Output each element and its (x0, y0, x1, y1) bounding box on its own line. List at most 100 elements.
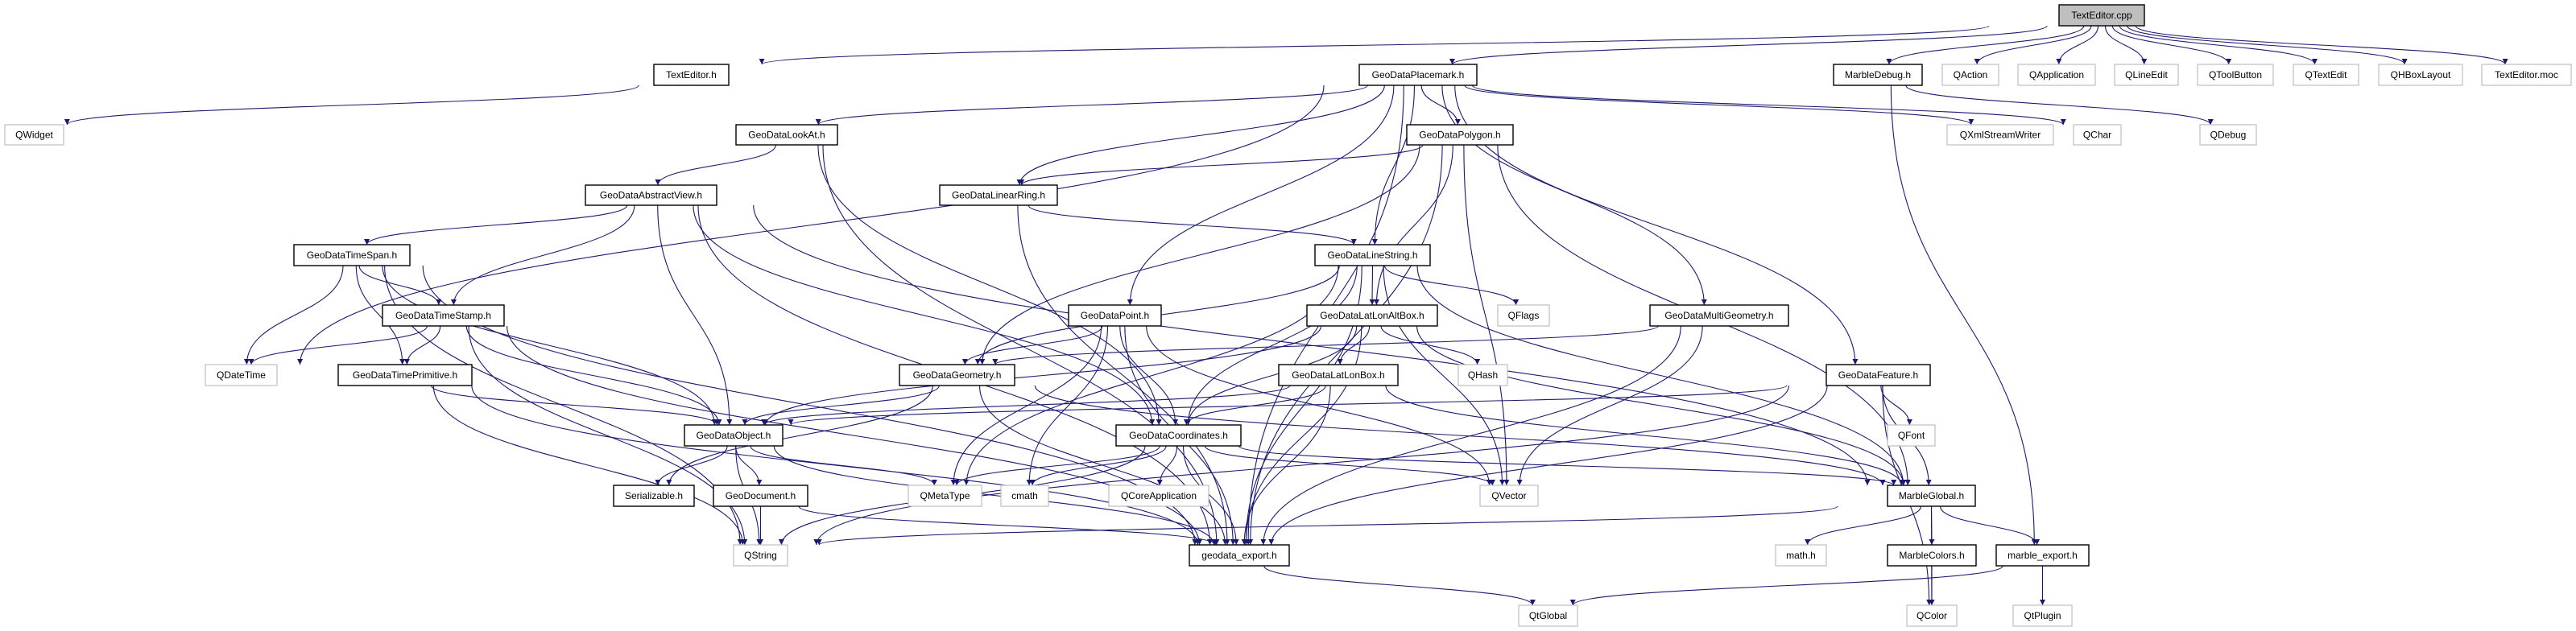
node-label: QXmlStreamWriter (1960, 130, 2041, 141)
node-label: cmath (1011, 490, 1038, 501)
node-geodatapoint-h[interactable]: GeoDataPoint.h (1068, 304, 1162, 327)
edge-marbledebug-h-to-marble-export-h (1890, 85, 2037, 546)
node-qvector: QVector (1479, 485, 1539, 507)
edge-geodatalinestring-h-to-geodatacoordinates-h (1185, 265, 1358, 426)
node-label: QtGlobal (1529, 610, 1567, 621)
edge-texteditor-cpp-to-qlineedit (2104, 25, 2148, 65)
node-label: QTextEdit (2305, 69, 2347, 80)
edge-geodatatimeprimitive-h-to-geodataobject-h (431, 385, 720, 426)
node-qcoreapplication: QCoreApplication (1108, 485, 1209, 507)
node-box (939, 184, 1058, 206)
node-label: QColor (1916, 610, 1947, 621)
edge-marble-export-h-to-qtglobal (1569, 565, 2003, 606)
node-label: TextEditor.cpp (2071, 10, 2132, 21)
node-label: GeoDataLookAt.h (748, 130, 825, 141)
node-geodatatimestamp-h[interactable]: GeoDataTimeStamp.h (382, 304, 505, 327)
node-box (1000, 485, 1049, 507)
edge-geodataplacemark-h-to-geodatalinearring-h (1016, 85, 1385, 186)
node-label: math.h (1786, 550, 1816, 561)
edge-geodatamultigeometry-h-to-qvector (1516, 325, 1703, 486)
node-label: GeoDataLatLonBox.h (1292, 369, 1384, 381)
node-geodata-export-h[interactable]: geodata_export.h (1189, 544, 1290, 567)
node-box (2012, 604, 2073, 627)
edge-geodatafeature-h-to-qstring (813, 385, 1790, 546)
node-marbleglobal-h[interactable]: MarbleGlobal.h (1887, 485, 1976, 507)
node-label: GeoDataLatLonAltBox.h (1320, 310, 1424, 321)
node-box (1068, 304, 1162, 327)
node-geodatamultigeometry-h[interactable]: GeoDataMultiGeometry.h (1649, 304, 1789, 327)
node-texteditor-h[interactable]: TextEditor.h (653, 64, 730, 86)
edge-geodataobject-h-to-qmetatype (750, 445, 937, 486)
node-serializable-h[interactable]: Serializable.h (613, 485, 695, 507)
edge-texteditor-cpp-to-qhboxlayout (2127, 25, 2408, 65)
edge-geodatalatlonaltbox-h-to-geodatalatlonbox-h (1337, 325, 1371, 365)
node-label: GeoDataPolygon.h (1419, 130, 1500, 141)
node-geodatalookat-h[interactable]: GeoDataLookAt.h (735, 124, 838, 146)
node-box (1189, 544, 1290, 567)
edge-geodatapoint-h-to-qvector (1146, 325, 1492, 486)
node-box (1518, 604, 1578, 627)
node-label: GeoDataPlacemark.h (1372, 69, 1465, 80)
node-texteditor-cpp[interactable]: TextEditor.cpp (2058, 4, 2145, 27)
node-geodatapolygon-h[interactable]: GeoDataPolygon.h (1406, 124, 1514, 146)
node-box (585, 184, 717, 206)
edge-geodatalatlonbox-h-to-geodata-export-h (1241, 385, 1331, 546)
edges-layer (64, 25, 2508, 606)
node-label: QString (744, 550, 777, 561)
node-label: GeoDataMultiGeometry.h (1664, 310, 1773, 321)
edge-geodataobject-h-to-geodata-export-h (773, 445, 1218, 546)
node-geodatafeature-h[interactable]: GeoDataFeature.h (1826, 364, 1931, 386)
edge-geodatalatlonbox-h-to-marbleglobal-h (1385, 385, 1905, 486)
node-label: QDebug (2210, 130, 2247, 141)
node-geodataabstractview-h[interactable]: GeoDataAbstractView.h (585, 184, 717, 206)
node-marblecolors-h[interactable]: MarbleColors.h (1887, 544, 1977, 567)
node-label: TextEditor.moc (2495, 69, 2558, 80)
node-box (382, 304, 505, 327)
node-marble-export-h[interactable]: marble_export.h (1995, 544, 2090, 567)
edge-geodatafeature-h-to-geodata-export-h (1268, 385, 1828, 546)
node-box (1775, 544, 1827, 567)
node-label: MarbleDebug.h (1845, 69, 1911, 80)
node-geodatageometry-h[interactable]: GeoDataGeometry.h (899, 364, 1015, 386)
edge-geodatalinearring-h-to-geodata-export-h (1017, 204, 1230, 546)
edge-geodatatimestamp-h-to-geodatatimeprimitive-h (403, 325, 441, 365)
node-geodataobject-h[interactable]: GeoDataObject.h (684, 424, 784, 447)
node-geodatalatlonbox-h[interactable]: GeoDataLatLonBox.h (1278, 364, 1399, 386)
node-geodocument-h[interactable]: GeoDocument.h (713, 485, 808, 507)
node-box (2481, 64, 2572, 86)
node-qhboxlayout: QHBoxLayout (2378, 64, 2463, 86)
node-marbledebug-h[interactable]: MarbleDebug.h (1833, 64, 1923, 86)
node-label: QAction (1954, 69, 1988, 80)
node-geodatalatlonaltbox-h[interactable]: GeoDataLatLonAltBox.h (1306, 304, 1438, 327)
node-label: QDateTime (217, 369, 266, 381)
node-box (1458, 364, 1508, 386)
node-label: QCoreApplication (1121, 490, 1197, 501)
node-geodatatimeprimitive-h[interactable]: GeoDataTimePrimitive.h (337, 364, 473, 386)
node-label: QHash (1468, 369, 1498, 381)
node-geodataplacemark-h[interactable]: GeoDataPlacemark.h (1358, 64, 1478, 86)
node-box (899, 364, 1015, 386)
edge-geodatalookat-h-to-geodatacoordinates-h (817, 144, 1162, 426)
edge-geodataplacemark-h-to-geodatapolygon-h (1420, 85, 1461, 126)
edge-texteditor-cpp-to-marbledebug-h (1886, 25, 2085, 65)
node-geodatalinestring-h[interactable]: GeoDataLineString.h (1314, 244, 1431, 266)
edge-geodatalinearring-h-to-geodatalinestring-h (1028, 204, 1357, 245)
node-qcolor: QColor (1906, 604, 1958, 627)
node-qtoolbutton: QToolButton (2197, 64, 2274, 86)
node-box (908, 485, 982, 507)
node-geodatalinearring-h[interactable]: GeoDataLinearRing.h (939, 184, 1058, 206)
edge-geodatapoint-h-to-geodatageometry-h (961, 325, 1103, 365)
edge-geodatalatlonbox-h-to-geodataobject-h (761, 385, 1291, 426)
node-label: GeoDataFeature.h (1838, 369, 1918, 381)
node-geodatacoordinates-h[interactable]: GeoDataCoordinates.h (1115, 424, 1242, 447)
node-box (1108, 485, 1209, 507)
node-box (1941, 64, 1999, 86)
node-label: marble_export.h (2007, 550, 2078, 561)
edge-geodatalatlonaltbox-h-to-geodataobject-h (763, 325, 1322, 426)
node-box (1887, 424, 1936, 447)
edge-geodatalinestring-h-to-marbleglobal-h (1416, 265, 1907, 486)
node-qwidget: QWidget (4, 124, 64, 146)
node-geodatatimespan-h[interactable]: GeoDataTimeSpan.h (293, 244, 411, 266)
node-qflags: QFlags (1497, 304, 1550, 327)
